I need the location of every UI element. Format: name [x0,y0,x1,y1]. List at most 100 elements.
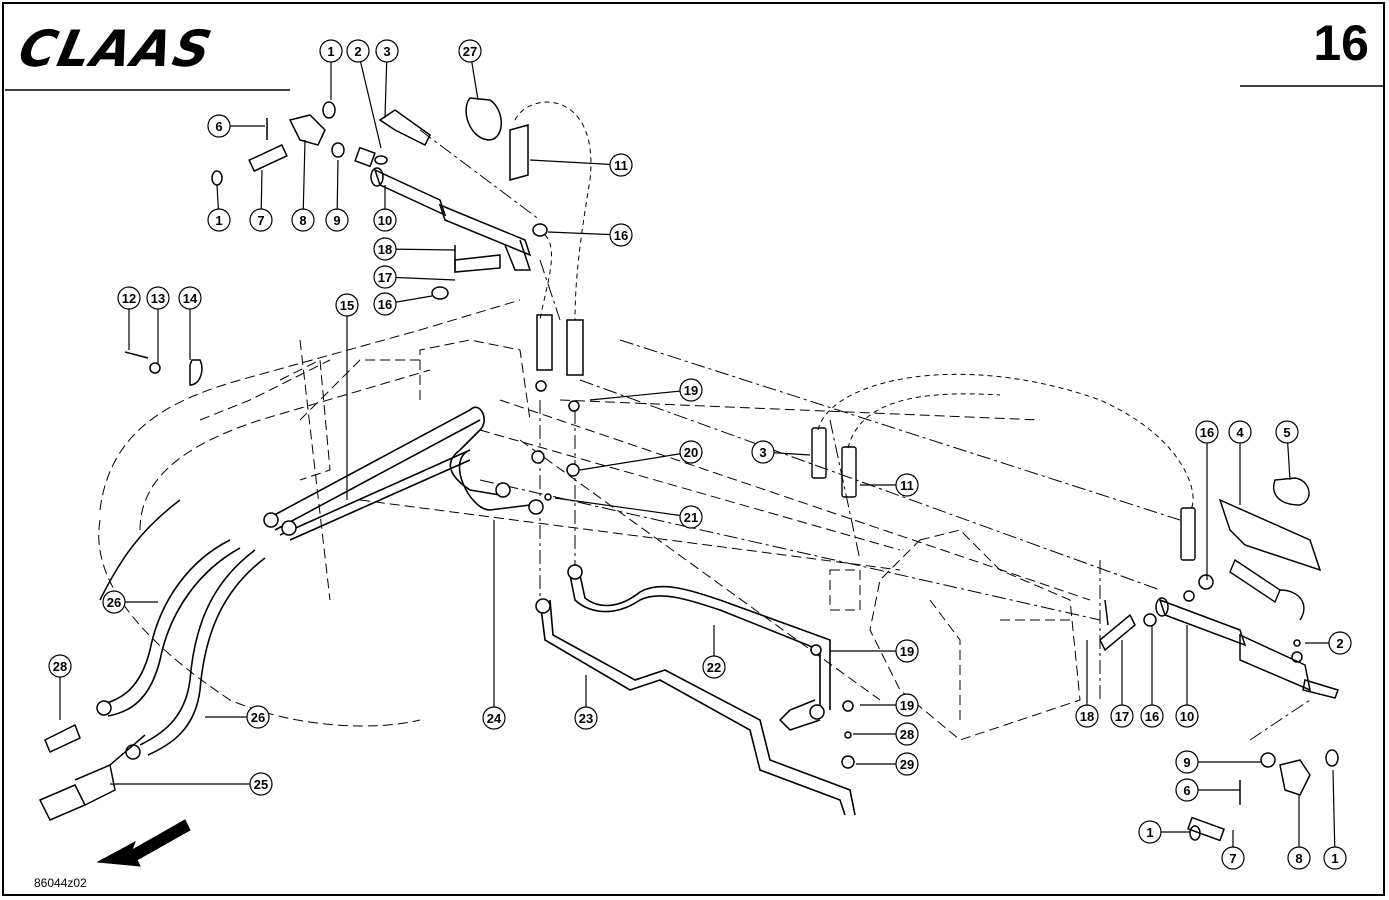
callout-leader-line [579,451,692,471]
page-number: 16 [1313,15,1369,71]
callout-number: 2 [354,44,361,59]
callout-circle [178,286,202,310]
callout-circle [609,223,633,247]
callout-leader-line [547,231,622,236]
callout-circle [346,39,370,63]
callout-number: 3 [383,44,390,59]
callout-number: 3 [759,445,766,460]
callout-number: 26 [107,595,121,610]
callout-circle [48,654,72,678]
callout-circle [895,693,919,717]
callout-number: 16 [1200,425,1214,440]
callout-leader-line [1332,769,1336,859]
callout-circle [373,237,397,261]
callout-number: 11 [614,158,628,173]
callout-number: 16 [378,297,392,312]
callout-number: 27 [463,44,477,59]
callout-number: 14 [183,291,198,306]
callout-number: 10 [378,213,392,228]
callout-circle [895,639,919,663]
callout-circle [1228,420,1252,444]
callout-number: 5 [1283,425,1290,440]
callout-number: 19 [684,383,698,398]
callout-circle [373,265,397,289]
callout-number: 17 [1115,709,1129,724]
callout-number: 11 [900,478,914,493]
callout-circle [679,505,703,529]
callout-number: 21 [684,510,698,525]
callout-number: 12 [122,291,136,306]
callout-number: 6 [215,119,222,134]
callout-number: 8 [299,213,306,228]
callout-number: 19 [900,698,914,713]
callout-circle [1175,778,1199,802]
callout-circle [249,208,273,232]
callout-circle [1287,846,1311,870]
callout-number: 6 [1183,783,1190,798]
callout-circle [1195,420,1219,444]
callout-number: 26 [251,710,265,725]
callout-circle [574,706,598,730]
callout-number: 7 [257,213,264,228]
callout-circle [1328,631,1352,655]
callout-number: 10 [1180,709,1194,724]
callout-circle [373,292,397,316]
callout-circle [458,39,482,63]
callout-circle [1275,420,1299,444]
callout-number: 18 [378,242,392,257]
callout-circle [609,153,633,177]
callout-number: 1 [327,44,334,59]
callout-number: 15 [340,298,354,313]
callout-number: 1 [215,213,222,228]
callout-number: 16 [1145,709,1159,724]
callout-circle [679,378,703,402]
callout-circle [482,706,506,730]
callout-circle [1075,704,1099,728]
callout-number: 13 [151,291,165,306]
drawing-number: 86044z02 [34,876,87,890]
callout-circle [117,286,141,310]
callout-circle [895,473,919,497]
callout-circle [1175,750,1199,774]
callout-circle [1110,704,1134,728]
callout-number: 9 [1183,755,1190,770]
callout-number: 23 [579,711,593,726]
callout-number: 8 [1295,851,1302,866]
callout-leader-line [529,159,622,166]
callout-leader-line [357,50,382,149]
callout-circle [751,440,775,464]
callout-circle [895,722,919,746]
callout-number: 29 [900,757,914,772]
callout-number: 9 [333,213,340,228]
callout-circle [1140,704,1164,728]
callout-number: 22 [707,660,721,675]
callout-leader-line [589,389,692,401]
callout-circle [702,655,726,679]
callout-number: 2 [1336,636,1343,651]
callout-circle [207,208,231,232]
callout-leader-line [384,248,456,251]
callout-circle [207,114,231,138]
callout-number: 24 [487,711,502,726]
callout-number: 1 [1146,825,1153,840]
callout-number: 17 [378,270,392,285]
callout-number: 20 [684,445,698,460]
callout-number: 25 [254,777,268,792]
callout-circle [679,440,703,464]
callout-circle [1323,846,1347,870]
callout-number: 4 [1236,425,1244,440]
callout-circle [325,208,349,232]
callout-circle [319,39,343,63]
callout-circle [1175,704,1199,728]
callout-circle [146,286,170,310]
callout-circle [1221,846,1245,870]
callout-number: 19 [900,644,914,659]
callout-number: 28 [900,727,914,742]
callout-leader-line [554,497,692,518]
callout-circle [291,208,315,232]
callout-circle [375,39,399,63]
callout-circle [102,590,126,614]
